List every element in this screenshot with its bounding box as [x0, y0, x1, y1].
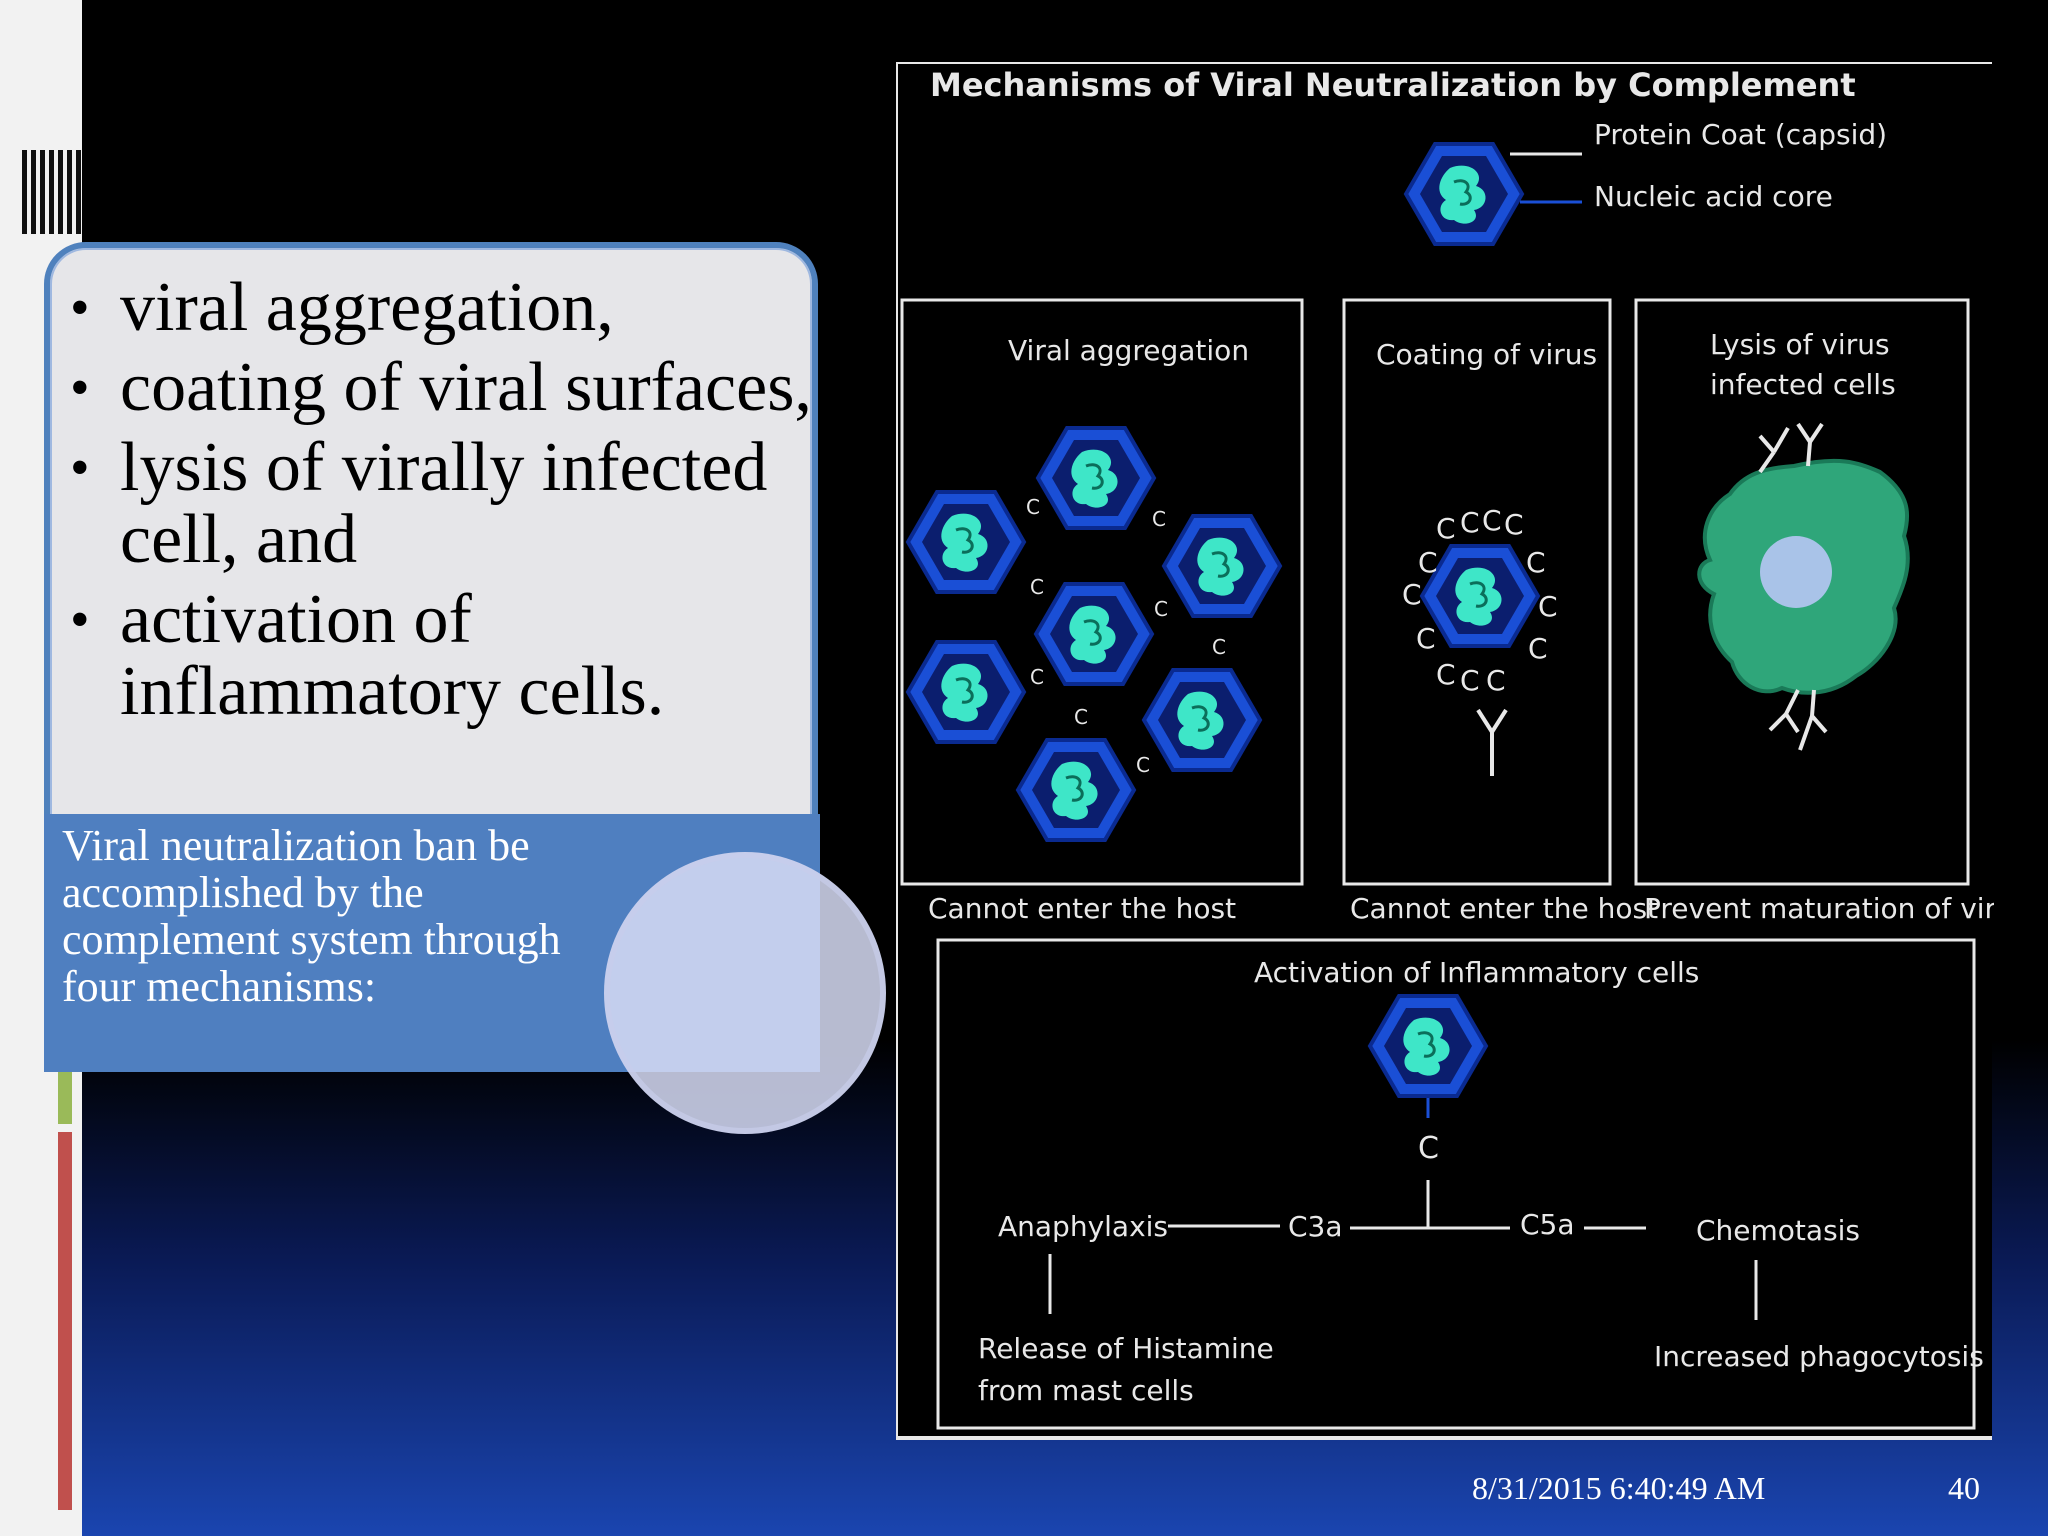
svg-text:C: C — [1026, 495, 1040, 519]
bullet-item: lysis of virally infected cell, and — [62, 432, 822, 576]
decor-red-bar — [58, 1132, 72, 1510]
svg-text:C: C — [1418, 546, 1438, 579]
caption-aggregation: Cannot enter the host — [928, 892, 1236, 925]
svg-text:C: C — [1460, 664, 1480, 697]
panel-lysis — [1634, 298, 1970, 886]
svg-text:C: C — [1136, 753, 1150, 777]
bullet-item: activation of inflammatory cells. — [62, 584, 822, 728]
complement-figure: Mechanisms of Viral Neutralization by Co… — [896, 62, 1994, 1440]
legend-capsid: Protein Coat (capsid) — [1594, 118, 1887, 151]
c3a-label: C3a — [1288, 1210, 1343, 1243]
panel-aggregation — [900, 298, 1304, 886]
svg-text:C: C — [1154, 597, 1168, 621]
svg-text:C: C — [1526, 546, 1546, 579]
svg-text:C: C — [1482, 504, 1502, 537]
panel-lysis-title-2: infected cells — [1710, 368, 1896, 401]
bullet-item: coating of viral surfaces, — [62, 352, 822, 425]
svg-text:C: C — [1504, 508, 1524, 541]
panel-inflammation-title: Activation of Inflammatory cells — [1254, 956, 1699, 989]
bullet-list: viral aggregation, coating of viral surf… — [62, 272, 822, 736]
virus-icon — [1368, 994, 1488, 1098]
caption-coating: Cannot enter the host — [1350, 892, 1658, 925]
svg-text:C: C — [1486, 664, 1506, 697]
caption-lysis: Prevent maturation of virus — [1644, 892, 1994, 925]
virus-icon — [1036, 426, 1156, 530]
svg-text:C: C — [1030, 665, 1044, 689]
virus-icon — [906, 490, 1026, 594]
decor-green-bar — [58, 1060, 72, 1124]
svg-text:C: C — [1074, 705, 1088, 729]
decor-stripes — [22, 150, 82, 234]
virus-icon — [1142, 668, 1262, 772]
panel-aggregation-title: Viral aggregation — [1008, 334, 1249, 367]
svg-text:C: C — [1460, 506, 1480, 539]
svg-text:C: C — [1212, 635, 1226, 659]
svg-text:C: C — [1436, 512, 1456, 545]
histamine-label-1: Release of Histamine — [978, 1332, 1274, 1365]
bullet-item: viral aggregation, — [62, 272, 822, 345]
decor-circle — [604, 852, 886, 1134]
svg-text:C: C — [1538, 590, 1558, 623]
anaphylaxis-label: Anaphylaxis — [998, 1210, 1168, 1243]
c-label: C — [1418, 1131, 1439, 1166]
figure-title: Mechanisms of Viral Neutralization by Co… — [930, 66, 1856, 104]
histamine-label-2: from mast cells — [978, 1374, 1194, 1407]
slide-date: 8/31/2015 6:40:49 AM — [1472, 1470, 1766, 1506]
c5a-label: C5a — [1520, 1208, 1575, 1241]
svg-text:C: C — [1030, 575, 1044, 599]
figure-canvas: Mechanisms of Viral Neutralization by Co… — [900, 66, 1994, 1430]
panel-inflammation — [936, 938, 1976, 1430]
virus-icon — [1162, 514, 1282, 618]
cell-nucleus — [1760, 536, 1832, 608]
legend-core: Nucleic acid core — [1594, 180, 1833, 213]
panel-lysis-title-1: Lysis of virus — [1710, 328, 1890, 361]
virus-icon — [1034, 582, 1154, 686]
virus-icon — [1420, 544, 1540, 648]
virus-icon — [906, 640, 1026, 744]
slide-number: 40 — [1948, 1470, 1980, 1506]
svg-text:C: C — [1528, 632, 1548, 665]
chemotasis-label: Chemotasis — [1696, 1214, 1860, 1247]
svg-text:C: C — [1152, 507, 1166, 531]
panel-coating-title: Coating of virus — [1376, 338, 1597, 371]
svg-text:C: C — [1416, 622, 1436, 655]
phagocytosis-label: Increased phagocytosis — [1654, 1340, 1984, 1373]
legend-virus-icon — [1404, 142, 1524, 246]
svg-text:C: C — [1436, 658, 1456, 691]
virus-icon — [1016, 738, 1136, 842]
intro-text: Viral neutralization ban be accomplished… — [62, 821, 561, 1011]
panel-coating — [1342, 298, 1612, 886]
svg-text:C: C — [1402, 578, 1422, 611]
